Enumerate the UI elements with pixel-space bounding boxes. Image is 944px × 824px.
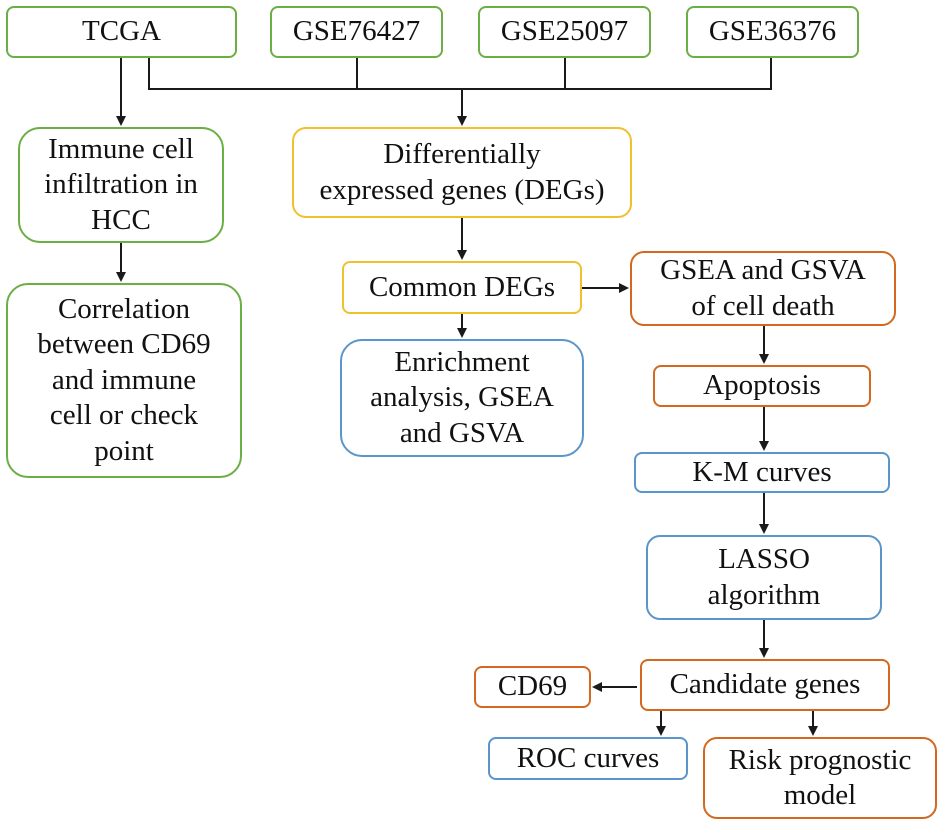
node-cd69: CD69 xyxy=(474,666,591,708)
node-tcga: TCGA xyxy=(6,6,237,58)
node-gse36376-label: GSE36376 xyxy=(708,15,837,48)
node-apoptosis: Apoptosis xyxy=(653,365,871,407)
node-enrichment-analysis-label: Enrichment analysis, GSEA and GSVA xyxy=(370,345,554,449)
node-lasso-algorithm: LASSO algorithm xyxy=(646,535,882,620)
node-gse36376: GSE36376 xyxy=(686,6,859,58)
node-correlation: Correlation between CD69 and immune cell… xyxy=(6,283,242,478)
node-correlation-label: Correlation between CD69 and immune cell… xyxy=(37,293,211,467)
node-candidate-genes: Candidate genes xyxy=(640,659,890,711)
node-gse25097-label: GSE25097 xyxy=(500,15,629,48)
node-gse76427: GSE76427 xyxy=(270,6,443,58)
node-common-degs-label: Common DEGs xyxy=(368,270,556,303)
node-gsea-gsva-cell-death-label: GSEA and GSVA of cell death xyxy=(660,254,866,322)
node-gse76427-label: GSE76427 xyxy=(292,15,421,48)
node-risk-prognostic-model-label: Risk prognostic model xyxy=(728,743,912,811)
node-risk-prognostic-model: Risk prognostic model xyxy=(703,737,937,819)
node-immune-cell-infiltration-label: Immune cell infiltration in HCC xyxy=(44,132,198,236)
node-degs-label: Differentially expressed genes (DEGs) xyxy=(319,138,605,206)
node-degs: Differentially expressed genes (DEGs) xyxy=(292,127,632,218)
node-km-curves-label: K-M curves xyxy=(692,455,832,488)
node-apoptosis-label: Apoptosis xyxy=(703,369,821,402)
node-common-degs: Common DEGs xyxy=(342,261,582,314)
node-gse25097: GSE25097 xyxy=(478,6,651,58)
node-km-curves: K-M curves xyxy=(634,452,890,493)
node-cd69-label: CD69 xyxy=(497,670,568,703)
node-tcga-label: TCGA xyxy=(82,15,161,48)
node-roc-curves-label: ROC curves xyxy=(516,741,660,774)
node-roc-curves: ROC curves xyxy=(488,737,688,780)
node-enrichment-analysis: Enrichment analysis, GSEA and GSVA xyxy=(340,339,584,457)
node-gsea-gsva-cell-death: GSEA and GSVA of cell death xyxy=(630,251,896,326)
node-immune-cell-infiltration: Immune cell infiltration in HCC xyxy=(18,127,224,243)
node-candidate-genes-label: Candidate genes xyxy=(669,668,861,701)
connector-datasets-merge xyxy=(148,58,772,90)
node-lasso-algorithm-label: LASSO algorithm xyxy=(707,543,821,611)
